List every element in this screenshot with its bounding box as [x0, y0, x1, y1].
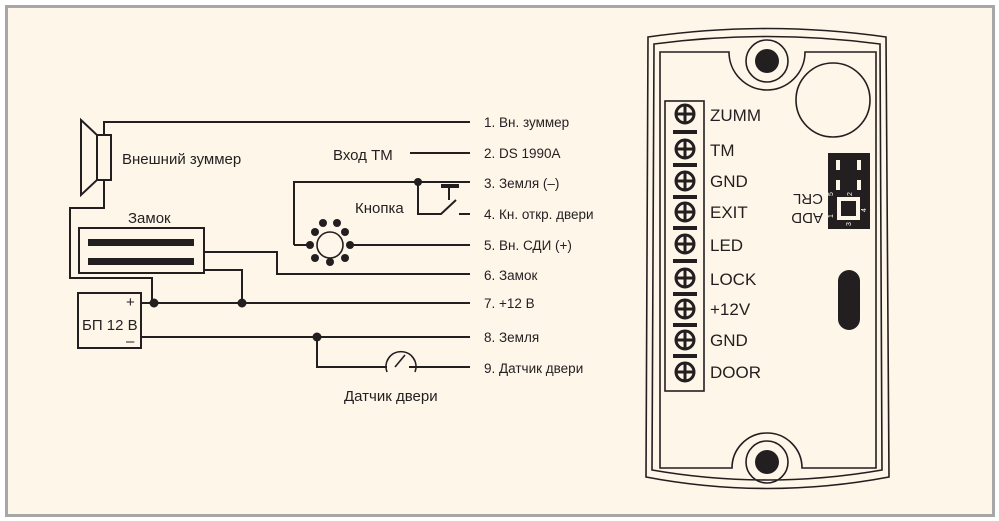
terminal-label: DOOR	[710, 363, 761, 382]
terminal-screw-icon	[673, 267, 697, 296]
jumper-pin-number: 2	[847, 192, 854, 196]
led-icon	[306, 219, 354, 266]
terminal-screw-icon	[673, 138, 697, 167]
psu-plus-label: +	[126, 294, 135, 311]
jumper-pin-number: 3	[846, 222, 853, 226]
wire-1-buzzer	[103, 121, 470, 135]
terminal-label: LED	[710, 236, 743, 255]
terminal-screw-icon	[673, 170, 697, 199]
pin-label: 9. Датчик двери	[484, 361, 583, 376]
door-sensor-icon	[385, 350, 417, 373]
terminal-screw-icon	[673, 298, 697, 327]
terminal-label: GND	[710, 172, 748, 191]
terminal-separator	[673, 323, 697, 327]
terminal-separator	[673, 292, 697, 296]
terminal-screw-icon	[673, 201, 697, 230]
terminal-screw-icon	[674, 361, 696, 383]
pin-label: 1. Вн. зуммер	[484, 115, 569, 130]
wire-door-ground	[316, 337, 387, 368]
pin-list: 1. Вн. зуммер 2. DS 1990A 3. Земля (–) 4…	[484, 115, 594, 376]
terminal-separator	[673, 130, 697, 134]
pin-label: 3. Земля (–)	[484, 176, 559, 191]
pin-label: 4. Кн. откр. двери	[484, 207, 594, 222]
terminal-separator	[673, 195, 697, 199]
lock-label: Замок	[128, 210, 171, 227]
jumper-label-crl: CRL	[793, 190, 823, 207]
terminal-label: TM	[710, 141, 735, 160]
jumper-pin-number: 5	[828, 192, 835, 196]
terminal-separator	[673, 226, 697, 230]
pin-label: 8. Земля	[484, 330, 539, 345]
tm-input-label: Вход ТМ	[333, 147, 393, 164]
wire-6-lock	[204, 251, 470, 275]
terminal-label: ZUMM	[710, 106, 761, 125]
buzzer-opening-icon	[795, 62, 871, 138]
wire-3-ground	[293, 181, 470, 245]
wire-lock-to-12v	[204, 269, 243, 303]
lock-icon	[78, 227, 205, 274]
jumper-pin-number: 1	[828, 214, 835, 218]
psu-minus-label: –	[126, 333, 135, 350]
wire-buzzer-to-12v	[69, 180, 153, 303]
mounting-hole-icon	[755, 49, 779, 73]
pin-label: 2. DS 1990A	[484, 146, 561, 161]
led-window-icon	[838, 270, 860, 330]
terminal-label: LOCK	[710, 270, 757, 289]
terminal-label: +12V	[710, 300, 751, 319]
jumper-label-add: ADD	[791, 209, 823, 226]
terminal-separator	[673, 163, 697, 167]
pin-label: 5. Вн. СДИ (+)	[484, 238, 572, 253]
junction-dot	[237, 298, 247, 308]
terminal-separator	[673, 259, 697, 263]
psu-icon	[77, 292, 142, 349]
terminal-labels: ZUMM TM GND EXIT LED LOCK +12V GND DOOR	[710, 106, 761, 382]
button-switch-icon	[417, 182, 470, 215]
terminal-screw-icon	[673, 233, 697, 263]
jumper-pin-number: 4	[861, 208, 868, 212]
jumper-block: 5 2 1 4 3	[828, 153, 870, 229]
buzzer-label: Внешний зуммер	[122, 151, 241, 168]
pin-label: 6. Замок	[484, 268, 537, 283]
mounting-hole-icon	[755, 450, 779, 474]
psu-label: БП 12 В	[82, 317, 138, 334]
buzzer-icon	[80, 117, 112, 198]
terminal-label: GND	[710, 331, 748, 350]
terminal-separator	[673, 354, 697, 358]
terminal-block	[664, 100, 705, 392]
door-sensor-label: Датчик двери	[344, 388, 438, 405]
controller-board	[645, 27, 890, 490]
button-label: Кнопка	[355, 200, 404, 217]
terminal-screw-icon	[673, 103, 697, 134]
pin-label: 7. +12 В	[484, 296, 535, 311]
terminal-label: EXIT	[710, 203, 748, 222]
junction-dot	[149, 298, 159, 308]
terminal-screw-icon	[673, 329, 697, 358]
